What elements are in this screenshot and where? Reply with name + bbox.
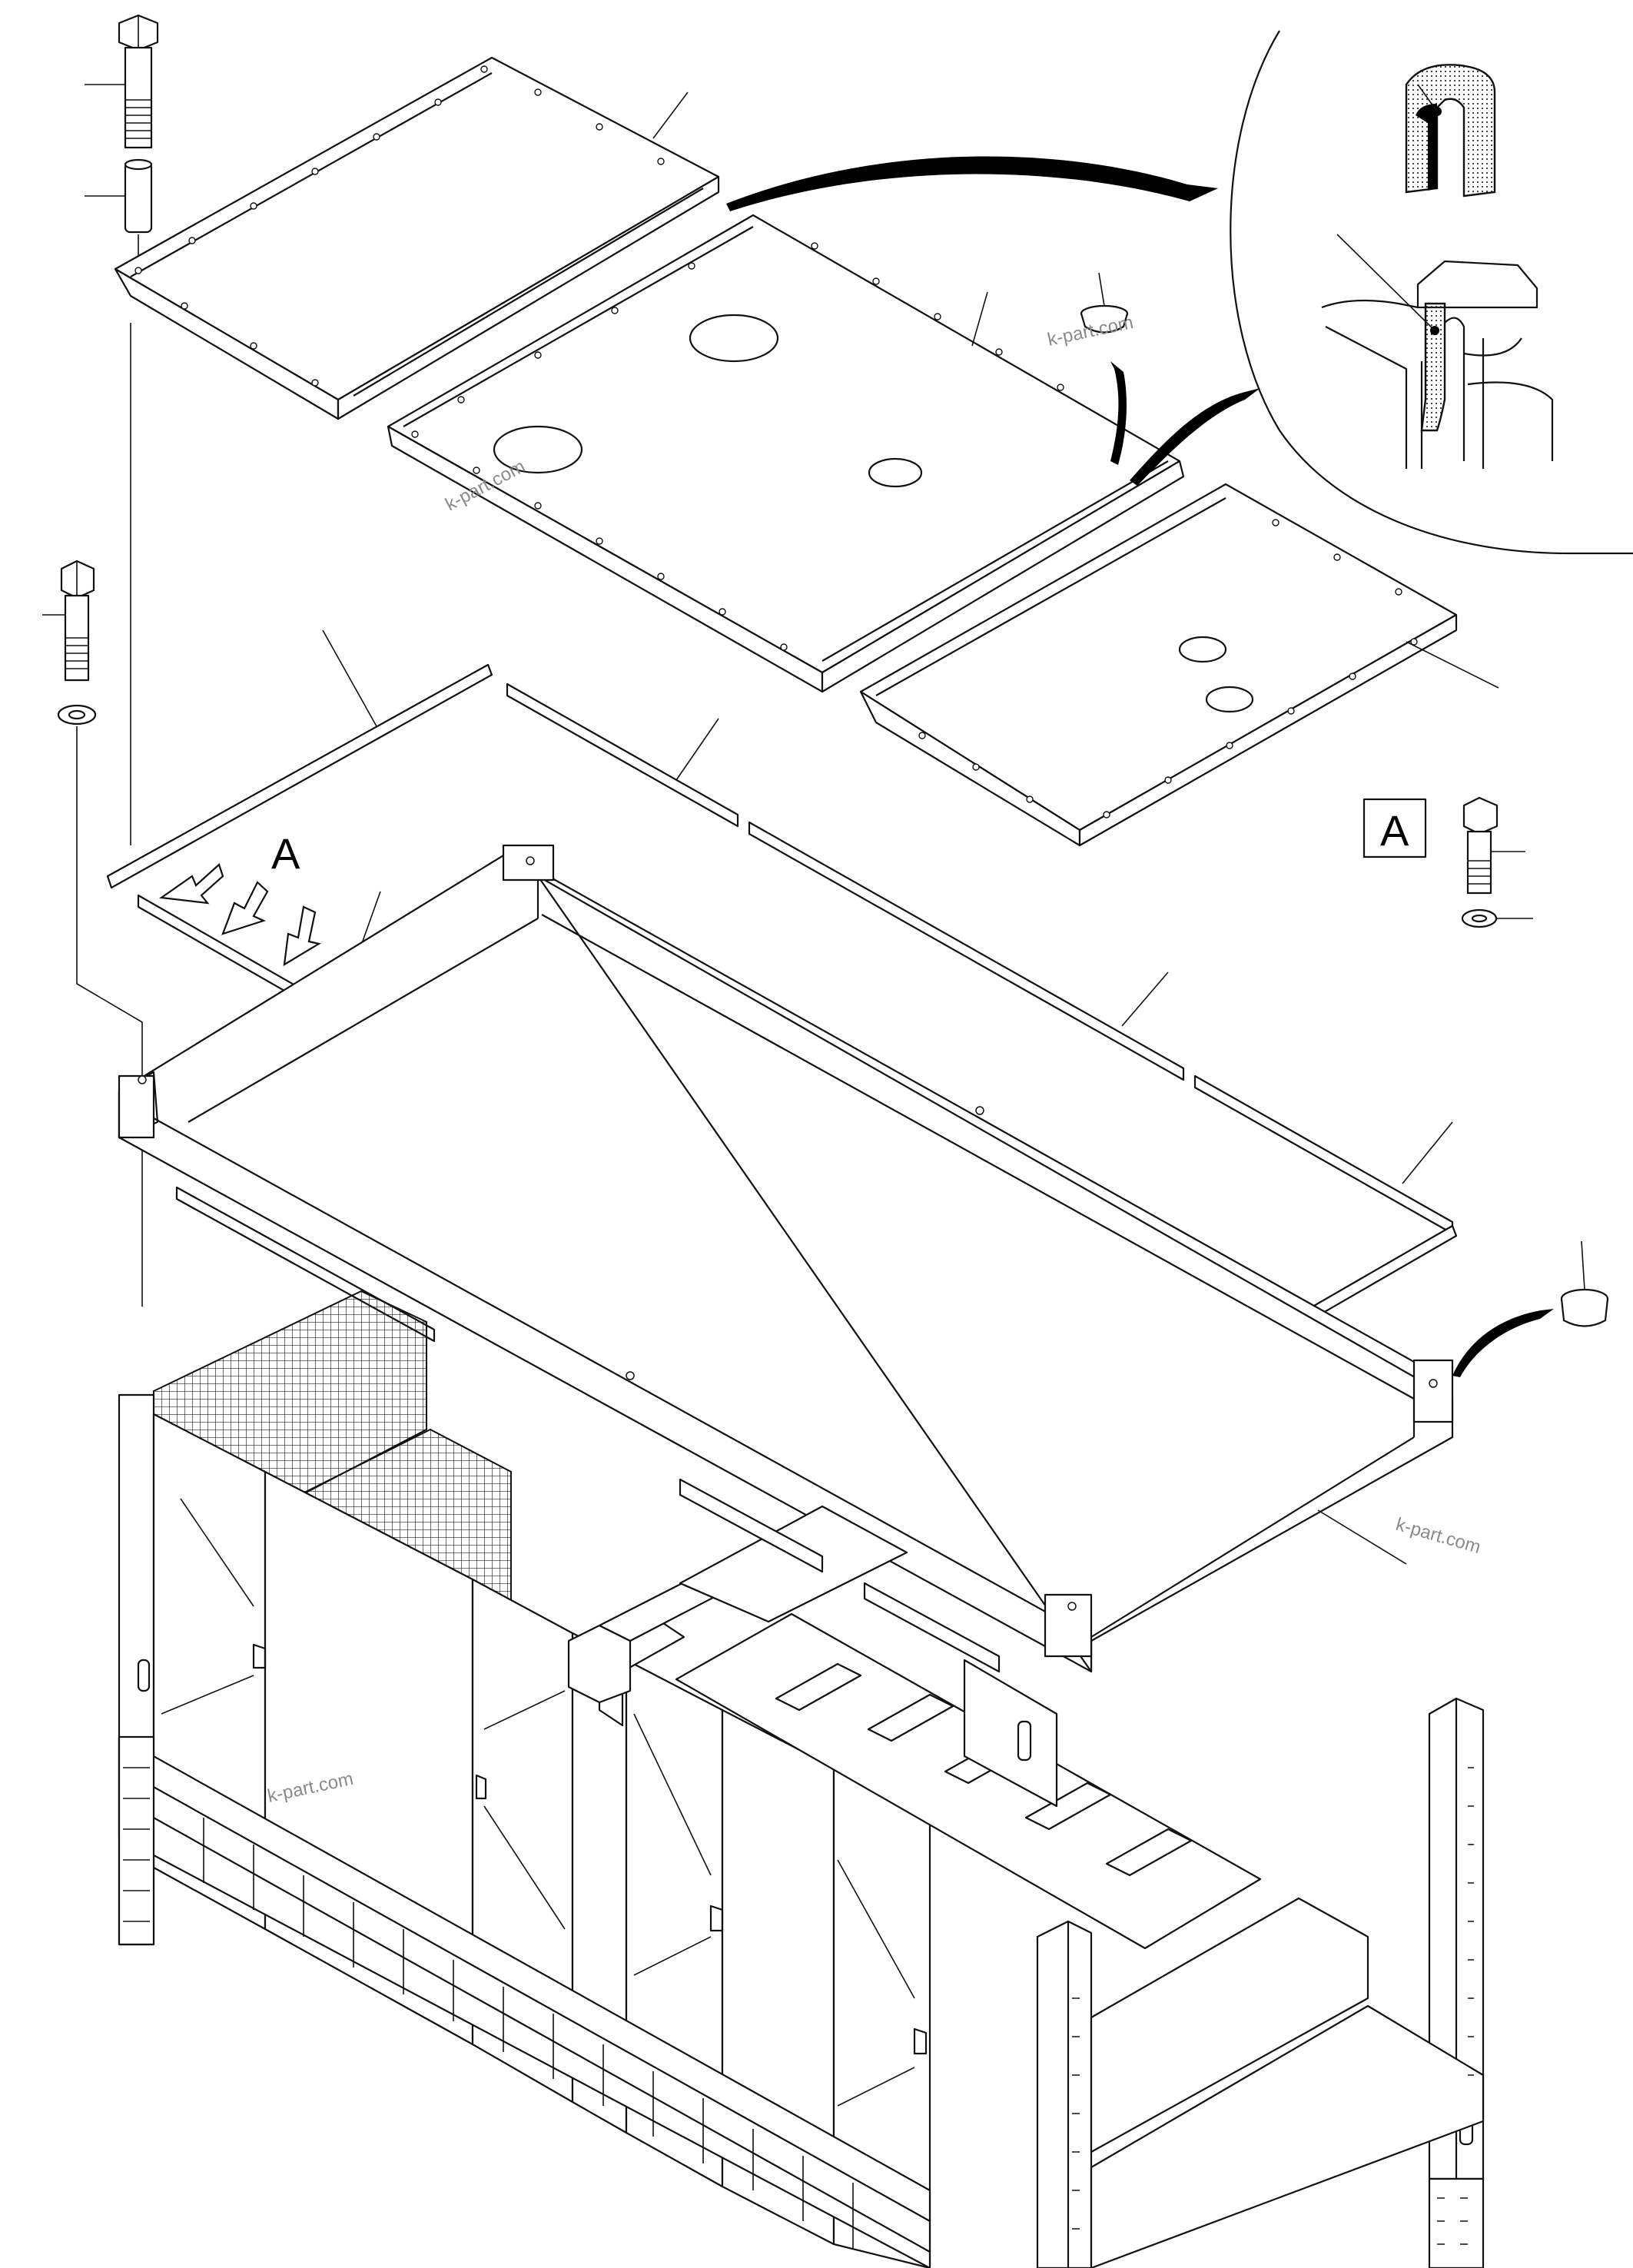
watermark: k-part.com: [1393, 1514, 1482, 1558]
bolt-icon: [1462, 796, 1525, 895]
plug-cap-icon: [1080, 272, 1129, 334]
top-cover-panel-right: [859, 483, 1499, 847]
callout-arrow-seal-2: [1130, 388, 1260, 486]
callout-arrow-cap: [1452, 1309, 1554, 1377]
bolt-icon: [42, 560, 95, 682]
washer-icon: [1461, 908, 1533, 928]
callout-arrow-seal-3: [1110, 361, 1127, 465]
view-label-a-left: A: [271, 829, 300, 878]
top-cover-panel-middle: [387, 214, 1185, 693]
washer-icon: [57, 704, 97, 726]
svg-text:A: A: [1380, 806, 1409, 855]
plug-cap-icon: [1560, 1240, 1609, 1327]
top-cover-panel-left: [114, 56, 720, 420]
bolt-icon: [85, 14, 159, 149]
edge-seal-icon: [1405, 64, 1496, 198]
view-arrow-icon: [158, 863, 321, 967]
top-frame-ring: [118, 844, 1454, 1673]
spacer-sleeve-icon: [85, 158, 153, 234]
seal-detail-inset: [1230, 30, 1633, 555]
callout-arrow-seal: [726, 156, 1218, 211]
detail-box-a: A: [1362, 798, 1427, 858]
cabinet-body: [118, 1290, 1485, 2268]
